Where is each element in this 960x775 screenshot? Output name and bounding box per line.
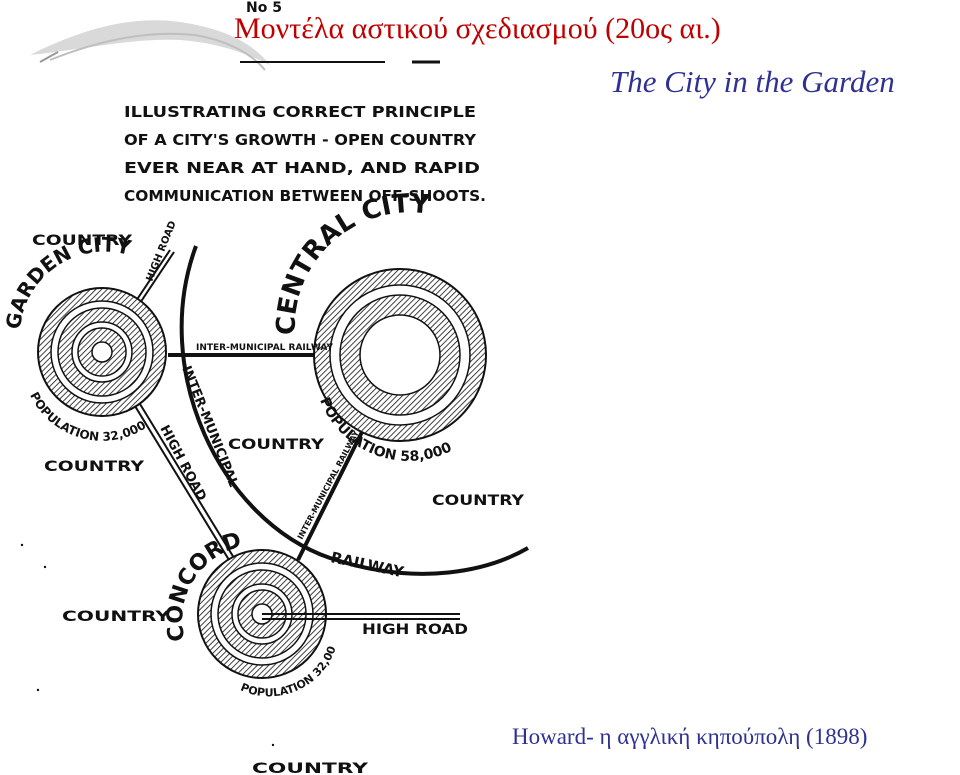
railway-label-top-text: INTER-MUNICIPAL RAILWAY	[196, 343, 333, 353]
logo-swoosh	[30, 20, 270, 71]
stray-dot-4	[271, 743, 275, 747]
railway-cc-concord	[296, 431, 364, 561]
high-road-label-1: HIGH ROAD	[145, 220, 179, 284]
railway-label-top: INTER-MUNICIPAL RAILWAY	[196, 343, 333, 353]
railway-label-arc: RAILWAY	[329, 548, 406, 581]
garden-city-rings	[37, 287, 167, 417]
outer-railway-arc	[179, 245, 530, 576]
heading-line-4: COMMUNICATION BETWEEN OFF-SHOOTS.	[124, 187, 486, 205]
heading-line-3: EVER NEAR AT HAND, AND RAPID	[124, 159, 480, 177]
country-label-2: COUNTRY	[44, 459, 145, 475]
plate-number: No 5	[246, 0, 282, 16]
stray-dot-3	[36, 688, 40, 692]
slide-subtitle: The City in the Garden	[610, 64, 895, 99]
garden-city-diagram: No 5 ILLUSTRATING CORRECT PRINCIPLE OF A…	[0, 0, 530, 775]
high-road-label-2: HIGH ROAD	[156, 423, 208, 504]
high-road-label-3: HIGH ROAD	[362, 622, 468, 638]
diagram-heading: ILLUSTRATING CORRECT PRINCIPLE OF A CITY…	[124, 103, 486, 205]
country-label-4: COUNTRY	[432, 493, 525, 509]
stray-dot-1	[20, 543, 24, 547]
slide-title: Μοντέλα αστικού σχεδιασμού (20ος αι.)	[234, 12, 721, 45]
heading-line-1: ILLUSTRATING CORRECT PRINCIPLE	[124, 103, 476, 121]
slide-caption: Howard- η αγγλική κηπούπολη (1898)	[512, 724, 868, 749]
country-label-6: COUNTRY	[252, 761, 369, 775]
country-label-5: COUNTRY	[62, 609, 171, 625]
heading-line-2: OF A CITY'S GROWTH - OPEN COUNTRY	[124, 131, 477, 149]
central-city-rings	[313, 268, 487, 442]
country-label-1: COUNTRY	[32, 233, 133, 249]
country-label-3: COUNTRY	[228, 437, 325, 453]
stray-dot-2	[43, 565, 47, 569]
